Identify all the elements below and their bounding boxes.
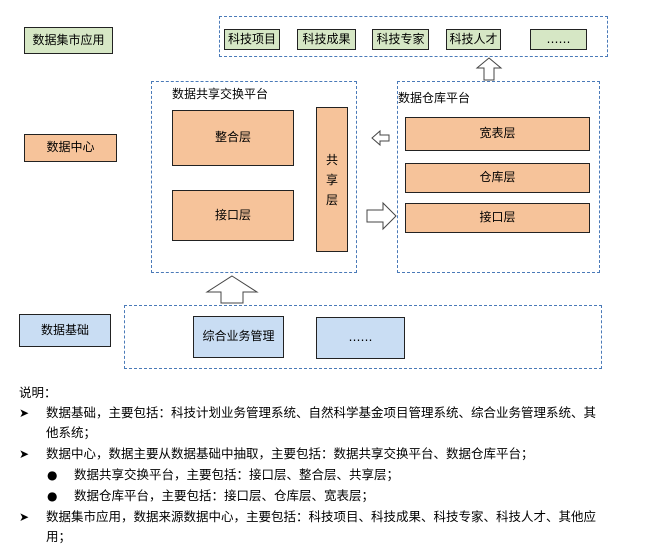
arrow-bullet-icon: ➤ [19, 510, 30, 524]
arrow-bullet-icon: ➤ [19, 447, 30, 461]
notes-heading: 说明： [19, 385, 57, 400]
note-data-mart-line1: 数据集市应用，数据来源数据中心，主要包括：科技项目、科技成果、科技专家、科技人才… [46, 509, 597, 524]
exchange-platform-title: 数据共享交换平台 [172, 87, 269, 101]
mart-item-sci-expert: 科技专家 [372, 29, 429, 50]
arrow-bullet-icon: ➤ [19, 406, 30, 420]
warehouse-platform-container [397, 81, 600, 273]
arrow-up-to-mart-icon [475, 57, 503, 81]
note-data-center: 数据中心，数据主要从数据基础中抽取，主要包括：数据共享交换平台、数据仓库平台； [46, 446, 534, 461]
shared-layer-char-3: 层 [325, 192, 338, 207]
mart-item-sci-achievement: 科技成果 [297, 29, 356, 50]
warehouse-wide-table-layer: 宽表层 [405, 117, 590, 151]
base-item-general-business: 综合业务管理 [193, 316, 284, 358]
arrow-left-warehouse-icon [371, 129, 390, 147]
warehouse-storage-layer: 仓库层 [405, 163, 590, 193]
dot-bullet-icon: ● [47, 468, 58, 482]
mart-item-more: …… [530, 29, 587, 50]
warehouse-interface-layer: 接口层 [405, 203, 590, 233]
warehouse-platform-title: 数据仓库平台 [398, 91, 471, 105]
layer-base-label: 数据基础 [19, 314, 111, 347]
note-data-mart-line2: 用； [46, 529, 72, 544]
mart-item-sci-project: 科技项目 [224, 29, 280, 50]
shared-layer-char-1: 共 [325, 152, 338, 167]
base-container [124, 305, 602, 369]
notes-section: 说明： ➤ 数据基础，主要包括：科技计划业务管理系统、自然科学基金项目管理系统、… [0, 383, 667, 550]
shared-layer-char-2: 享 [325, 172, 338, 187]
mart-container [219, 16, 608, 57]
arrow-up-from-base-icon [205, 275, 259, 304]
mart-item-sci-talent: 科技人才 [446, 29, 501, 50]
base-item-more: …… [316, 317, 405, 359]
layer-center-label: 数据中心 [24, 134, 117, 162]
exchange-integration-layer: 整合层 [172, 110, 294, 166]
arrow-right-exchange-icon [366, 201, 397, 231]
note-exchange-platform: 数据共享交换平台，主要包括：接口层、整合层、共享层； [74, 467, 400, 482]
exchange-interface-layer: 接口层 [172, 190, 294, 241]
dot-bullet-icon: ● [47, 489, 58, 503]
layer-mart-label: 数据集市应用 [24, 27, 113, 54]
note-data-base-line2: 他系统； [46, 425, 97, 440]
exchange-shared-layer: 共 享 层 [316, 107, 348, 252]
note-warehouse-platform: 数据仓库平台，主要包括：接口层、仓库层、宽表层； [74, 488, 375, 503]
note-data-base-line1: 数据基础，主要包括：科技计划业务管理系统、自然科学基金项目管理系统、综合业务管理… [46, 405, 597, 420]
exchange-platform-container [151, 81, 357, 273]
